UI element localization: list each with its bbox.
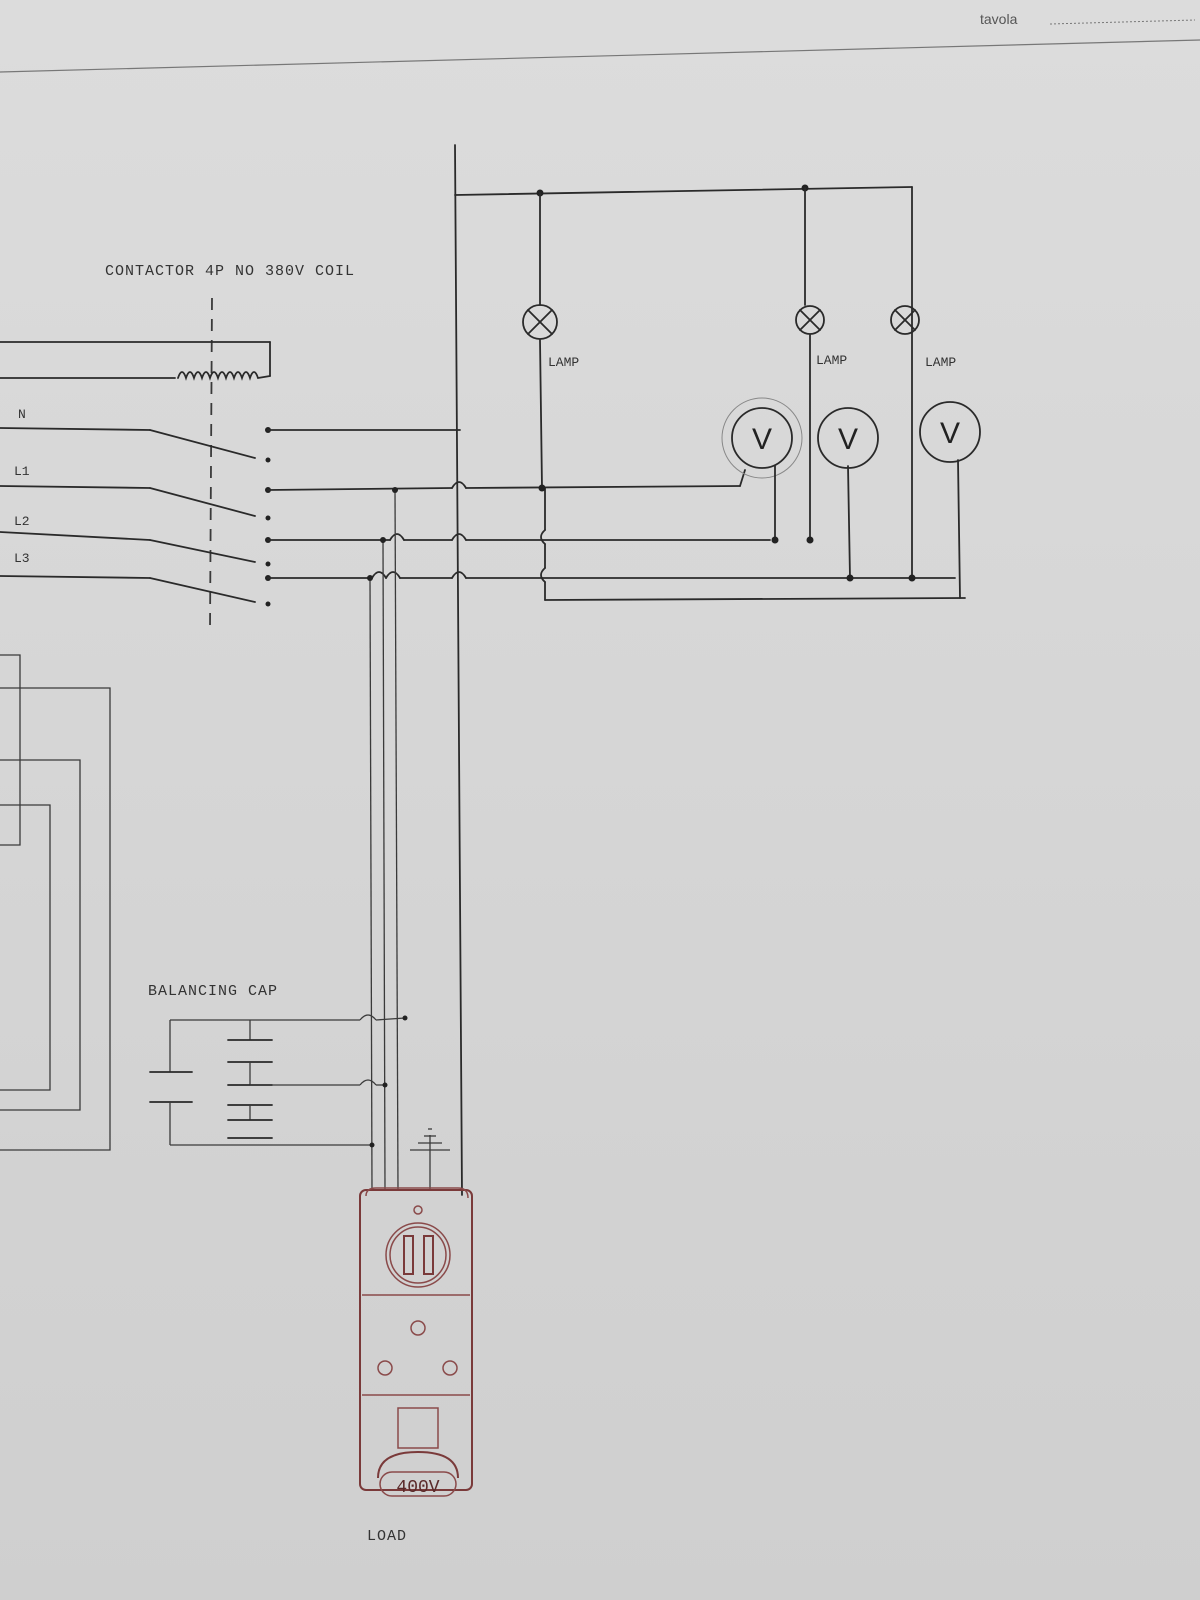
balancing-capacitor-bank: BALANCING CAP [148,983,408,1148]
line-labels: N L1 L2 L3 [14,407,30,566]
lamp-2: LAMP [795,305,847,368]
load-feeders [367,487,399,1191]
lamp-3: LAMP [890,305,956,370]
label-l3: L3 [14,551,30,566]
capacitor-label: BALANCING CAP [148,983,278,1000]
main-vertical-bus [454,144,463,1196]
tavola-label: tavola [980,11,1018,27]
voltmeter-2-symbol: V [838,423,858,456]
lamp-1-label: LAMP [548,355,579,370]
coil-winding [177,371,271,381]
load-label: LOAD [367,1528,407,1545]
load-socket: 400V [359,1187,473,1498]
ground-icon [410,1128,450,1190]
sheet-header: tavola [0,11,1200,73]
label-l1: L1 [14,464,30,479]
left-panel-outline [0,654,111,1151]
label-n: N [18,407,26,422]
label-l2: L2 [14,514,30,529]
voltmeter-3-symbol: V [940,417,960,450]
contactor: CONTACTOR 4P NO 380V COIL [0,263,355,631]
lamp-1: LAMP [522,304,579,492]
voltmeter-1: V [721,397,803,541]
lamp-2-label: LAMP [816,353,847,368]
output-lines [267,429,966,601]
lamp-top-bus [454,184,913,579]
voltmeter-3: V [919,401,981,599]
load-rating: 400V [396,1478,439,1498]
contactor-label: CONTACTOR 4P NO 380V COIL [105,263,355,280]
lamp-3-label: LAMP [925,355,956,370]
junction-nodes [771,536,916,582]
voltmeter-2: V [817,407,879,579]
voltmeter-1-symbol: V [752,423,772,456]
